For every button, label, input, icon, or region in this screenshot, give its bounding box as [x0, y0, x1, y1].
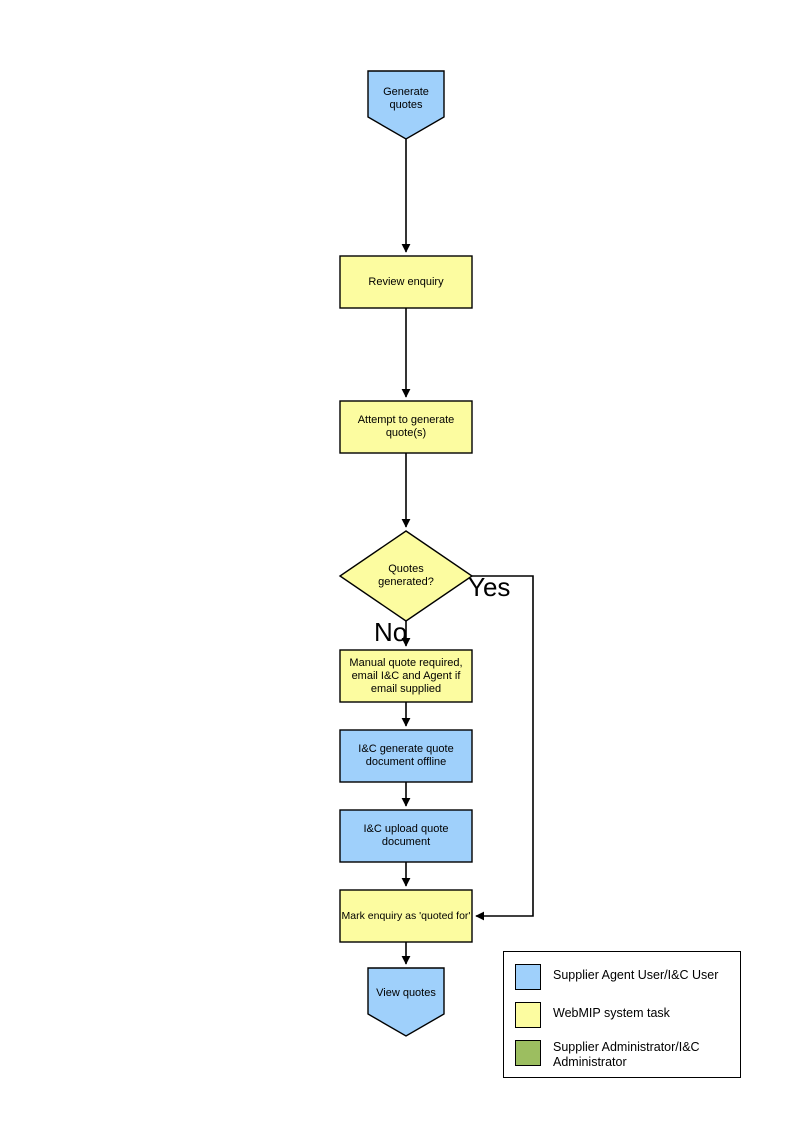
legend-swatch-user: [515, 964, 541, 990]
rect-shape: [339, 729, 473, 783]
diamond-shape: [338, 530, 474, 622]
node-view-quotes[interactable]: [367, 967, 445, 1037]
edge-label-no: No: [374, 617, 408, 647]
rect-shape: [339, 255, 473, 309]
node-ic-generate-quote-offline[interactable]: [339, 729, 473, 783]
legend-swatch-system: [515, 1002, 541, 1028]
pentagon-down-shape: [367, 967, 445, 1037]
legend-label-user: Supplier Agent User/I&C User: [553, 968, 719, 982]
legend: Supplier Agent User/I&C User WebMIP syst…: [503, 951, 741, 1078]
pentagon-down-shape: [367, 70, 445, 140]
legend-item-user: Supplier Agent User/I&C User: [515, 964, 718, 990]
legend-label-system: WebMIP system task: [553, 1006, 670, 1020]
legend-swatch-admin: [515, 1040, 541, 1066]
node-quotes-generated-decision[interactable]: [338, 530, 474, 622]
node-manual-quote-required[interactable]: [339, 649, 473, 703]
legend-item-admin: Supplier Administrator/I&C Administrator: [515, 1040, 700, 1070]
node-generate-quotes[interactable]: [367, 70, 445, 140]
edge-decision-yes-to-mark: [472, 575, 534, 921]
legend-item-system: WebMIP system task: [515, 1002, 670, 1028]
node-ic-upload-quote-document[interactable]: [339, 809, 473, 863]
edge-label-yes: Yes: [468, 572, 511, 602]
node-mark-enquiry-quoted-for[interactable]: [339, 889, 473, 943]
node-review-enquiry[interactable]: [339, 255, 473, 309]
connector-group: [401, 139, 534, 965]
rect-shape: [339, 889, 473, 943]
rect-shape: [339, 809, 473, 863]
rect-shape: [339, 400, 473, 454]
legend-label-admin: Supplier Administrator/I&C Administrator: [553, 1040, 700, 1069]
rect-shape: [339, 649, 473, 703]
node-attempt-generate-quotes[interactable]: [339, 400, 473, 454]
